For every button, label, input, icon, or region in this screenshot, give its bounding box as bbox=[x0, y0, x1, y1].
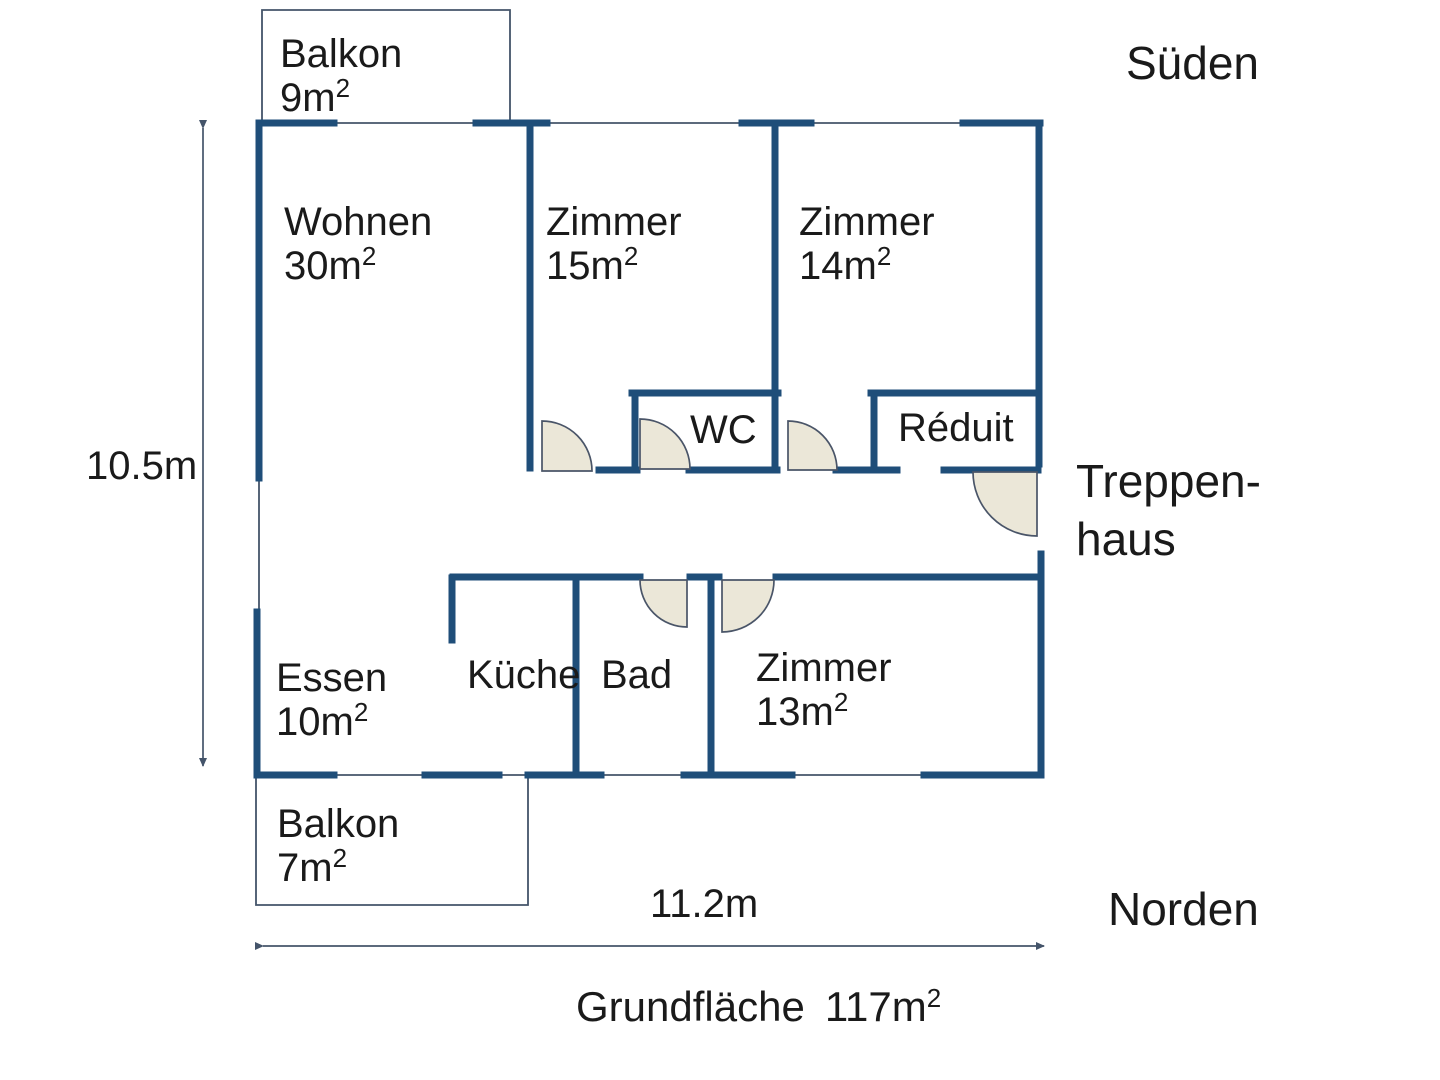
room-label-zimmer13: Zimmer 13m2 bbox=[756, 646, 892, 734]
room-area: 14m2 bbox=[799, 241, 892, 288]
room-label-zimmer14: Zimmer 14m2 bbox=[799, 200, 935, 288]
door-swing-zimmer14 bbox=[787, 420, 838, 471]
compass-label-south: Süden bbox=[1126, 37, 1260, 89]
footprint-text: Grundfläche bbox=[576, 983, 805, 1030]
room-label-essen: Essen 10m2 bbox=[276, 656, 387, 744]
room-label-bad: Bad bbox=[601, 653, 673, 697]
room-area: 15m2 bbox=[546, 241, 639, 288]
footprint-value: 117m bbox=[824, 983, 927, 1030]
door-swings bbox=[541, 418, 1038, 633]
superscript: 2 bbox=[361, 241, 377, 271]
walls bbox=[253, 119, 1045, 779]
stairwell-line2: haus bbox=[1076, 513, 1176, 565]
room-name: Zimmer bbox=[756, 646, 892, 690]
balcony-south-outline bbox=[261, 9, 511, 122]
superscript: 2 bbox=[833, 687, 849, 717]
superscript: 2 bbox=[353, 697, 369, 727]
room-area: 10m2 bbox=[276, 697, 369, 744]
superscript: 2 bbox=[876, 241, 892, 271]
door-swing-wc bbox=[639, 418, 691, 470]
superscript: 2 bbox=[623, 241, 639, 271]
door-swing-wohnen bbox=[541, 420, 593, 472]
door-swing-zimmer13 bbox=[721, 579, 775, 633]
room-area: 9m2 bbox=[280, 73, 351, 120]
room-label-balkon-nord: Balkon 7m2 bbox=[277, 802, 399, 890]
room-label-reduit: Réduit bbox=[898, 406, 1014, 450]
room-label-balkon-sued: Balkon 9m2 bbox=[280, 32, 402, 120]
room-label-wohnen: Wohnen 30m2 bbox=[284, 200, 432, 288]
compass-label-north: Norden bbox=[1108, 883, 1259, 935]
room-label-zimmer15: Zimmer 15m2 bbox=[546, 200, 682, 288]
room-area: 7m2 bbox=[277, 843, 348, 890]
room-name: Balkon bbox=[280, 32, 403, 76]
footprint-label: Grundfläche 117m2 bbox=[576, 984, 941, 1030]
room-name: Zimmer bbox=[799, 200, 935, 244]
room-label-wc: WC bbox=[690, 408, 757, 452]
stairwell-line1: Treppen- bbox=[1076, 455, 1261, 507]
room-area: 30m2 bbox=[284, 241, 377, 288]
room-name: Wohnen bbox=[284, 200, 433, 244]
superscript: 2 bbox=[332, 843, 348, 873]
room-label-kueche: Küche bbox=[467, 653, 581, 697]
room-name: Essen bbox=[276, 656, 388, 700]
height-dimension-label: 10.5m bbox=[86, 444, 198, 488]
balcony-north-outline bbox=[255, 777, 529, 906]
room-name: Balkon bbox=[277, 802, 400, 846]
room-area: 13m2 bbox=[756, 687, 849, 734]
door-swing-bad bbox=[639, 579, 688, 628]
stairwell-label: Treppen- haus bbox=[1076, 452, 1261, 568]
width-dimension-label: 11.2m bbox=[650, 882, 759, 926]
door-swing-entrance bbox=[972, 471, 1038, 537]
superscript: 2 bbox=[926, 983, 942, 1013]
dimension-arrows bbox=[199, 120, 1045, 950]
superscript: 2 bbox=[335, 73, 351, 103]
window-lines bbox=[255, 9, 1040, 906]
room-name: Zimmer bbox=[546, 200, 682, 244]
